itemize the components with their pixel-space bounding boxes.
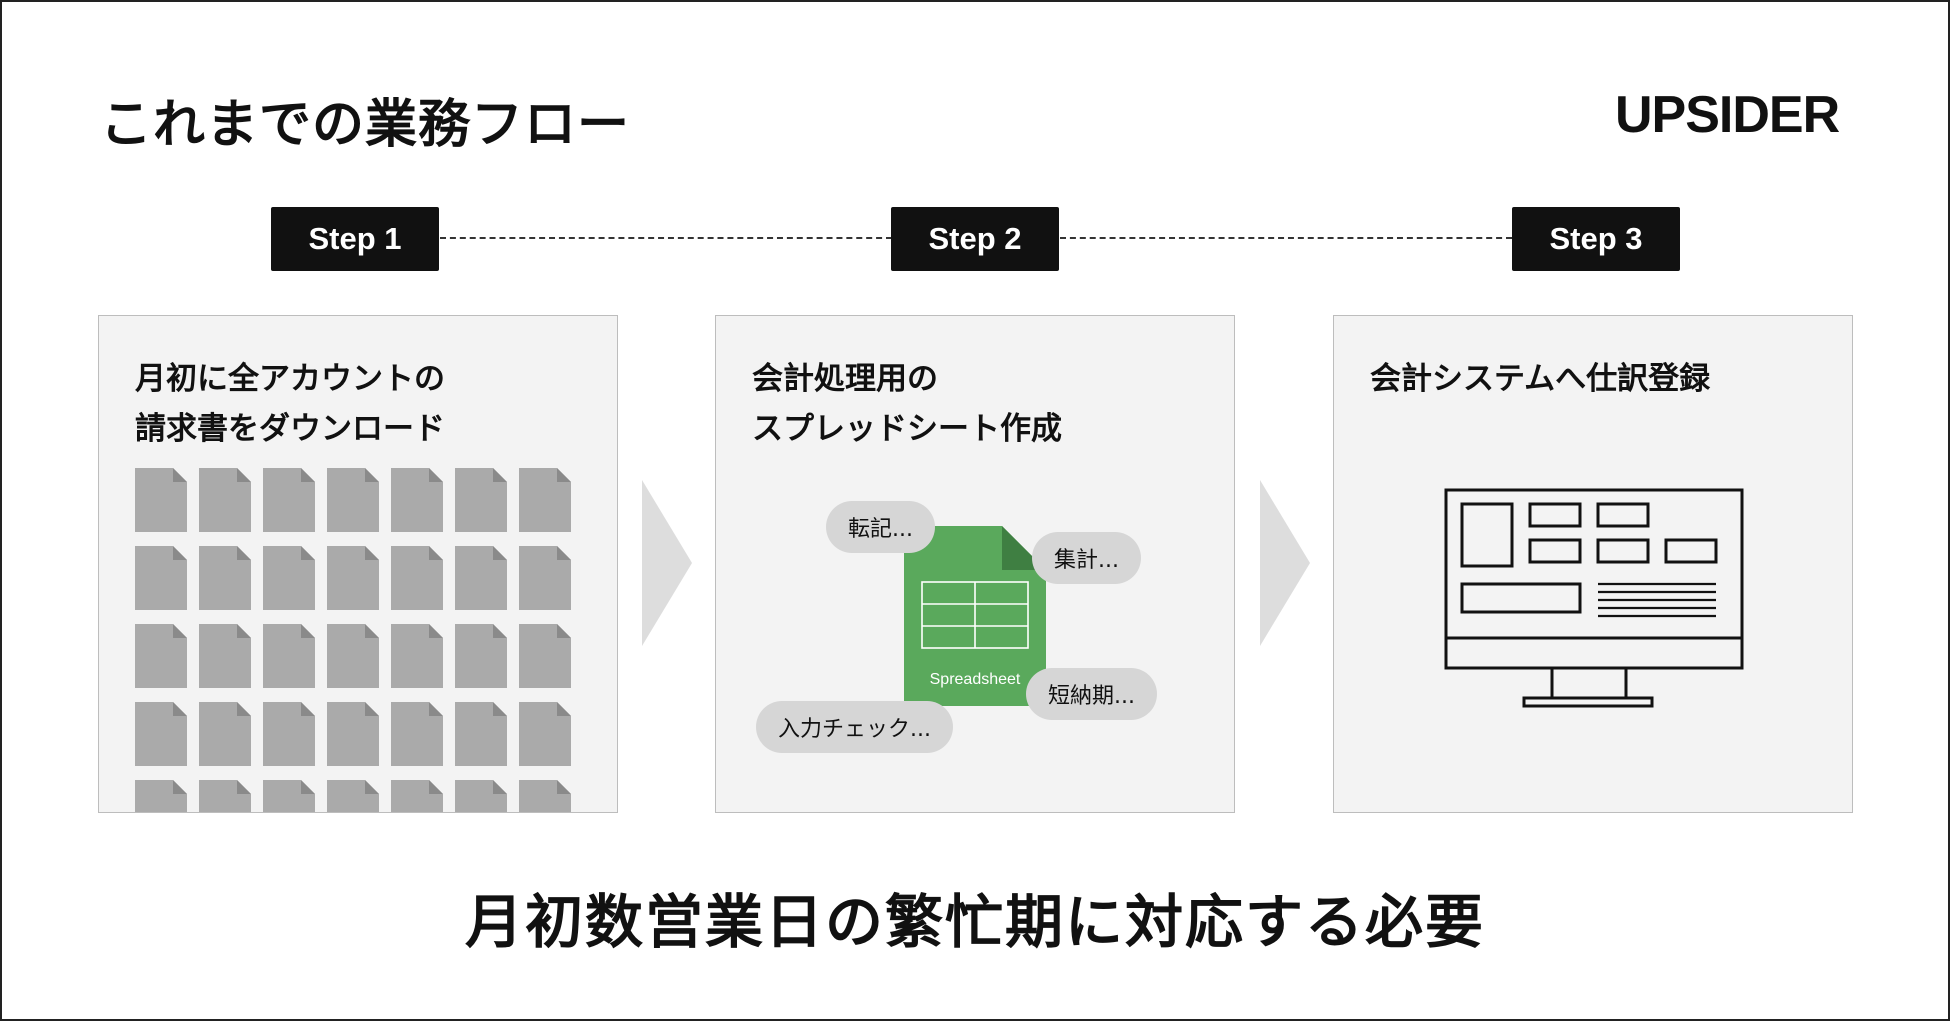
document-icon xyxy=(455,468,507,532)
step-connector-1-2 xyxy=(440,237,892,239)
conclusion-message: 月初数営業日の繁忙期に対応する必要 xyxy=(464,888,1485,956)
document-icon xyxy=(135,624,187,688)
invoice-documents-grid xyxy=(135,468,571,812)
document-icon xyxy=(455,624,507,688)
document-icon xyxy=(263,546,315,610)
step-2-panel: 会計処理用の スプレッドシート作成 Spreadsheet 転記... 集計..… xyxy=(715,315,1235,813)
document-icon xyxy=(519,780,571,812)
document-icon xyxy=(199,624,251,688)
document-icon xyxy=(455,546,507,610)
document-icon xyxy=(263,702,315,766)
accounting-system-monitor-icon xyxy=(1444,488,1744,708)
document-icon xyxy=(135,468,187,532)
document-icon xyxy=(391,468,443,532)
document-icon xyxy=(391,702,443,766)
document-icon xyxy=(199,546,251,610)
flow-arrow-2 xyxy=(1260,480,1310,646)
document-icon xyxy=(519,624,571,688)
bubble-short-deadline: 短納期... xyxy=(1026,668,1157,720)
document-icon xyxy=(199,702,251,766)
step-3-panel: 会計システムへ仕訳登録 xyxy=(1333,315,1853,813)
document-icon xyxy=(391,546,443,610)
document-icon xyxy=(135,546,187,610)
step-connector-2-3 xyxy=(1060,237,1512,239)
step-1-title: 月初に全アカウントの 請求書をダウンロード xyxy=(135,361,445,447)
document-icon xyxy=(455,702,507,766)
document-icon xyxy=(519,468,571,532)
bubble-transcription: 転記... xyxy=(826,501,935,553)
document-icon xyxy=(455,780,507,812)
document-icon xyxy=(327,702,379,766)
document-icon xyxy=(199,468,251,532)
spreadsheet-label: Spreadsheet xyxy=(930,671,1021,688)
document-icon xyxy=(327,780,379,812)
flow-arrow-1 xyxy=(642,480,692,646)
spreadsheet-icon: Spreadsheet xyxy=(904,526,1046,706)
bubble-input-check: 入力チェック... xyxy=(756,701,953,753)
document-icon xyxy=(263,624,315,688)
step-1-badge: Step 1 xyxy=(271,207,439,271)
document-icon xyxy=(199,780,251,812)
document-icon xyxy=(135,780,187,812)
bubble-aggregation: 集計... xyxy=(1032,532,1141,584)
step-2-badge: Step 2 xyxy=(891,207,1059,271)
step-3-badge: Step 3 xyxy=(1512,207,1680,271)
document-icon xyxy=(519,702,571,766)
document-icon xyxy=(135,702,187,766)
document-icon xyxy=(263,780,315,812)
step-1-panel: 月初に全アカウントの 請求書をダウンロード xyxy=(98,315,618,813)
document-icon xyxy=(519,546,571,610)
document-icon xyxy=(391,624,443,688)
step-3-title: 会計システムへ仕訳登録 xyxy=(1370,361,1711,397)
upsider-logo: UPSIDER xyxy=(1615,86,1840,144)
step-2-title: 会計処理用の スプレッドシート作成 xyxy=(752,361,1062,447)
document-icon xyxy=(263,468,315,532)
page-title: これまでの業務フロー xyxy=(100,95,631,155)
document-icon xyxy=(327,546,379,610)
document-icon xyxy=(391,780,443,812)
document-icon xyxy=(327,468,379,532)
document-icon xyxy=(327,624,379,688)
